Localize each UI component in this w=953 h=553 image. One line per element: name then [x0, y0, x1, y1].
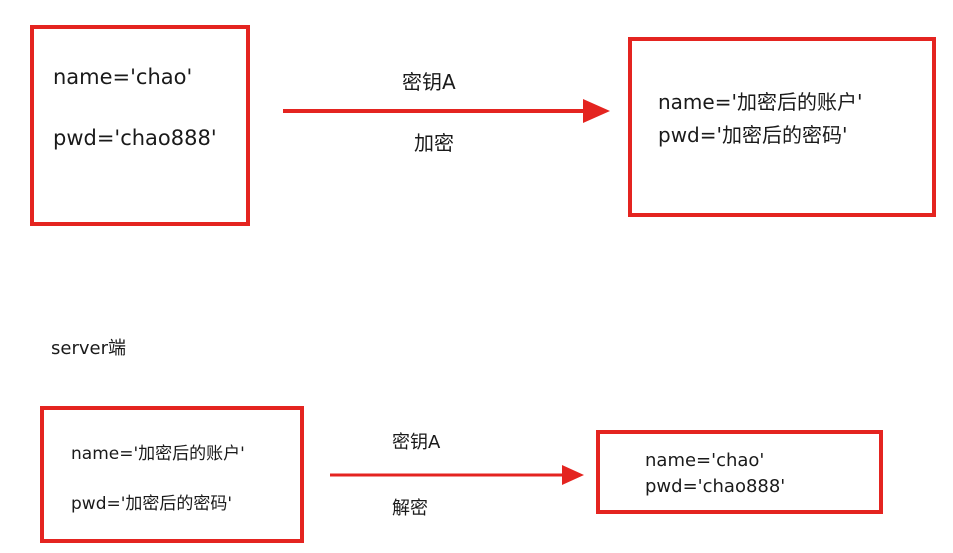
decrypt-arrow-head: [562, 465, 584, 485]
decrypt-key-label: 密钥A: [392, 432, 441, 453]
top-plaintext-pwd: pwd='chao888': [53, 126, 217, 150]
encrypt-arrow: [283, 99, 610, 123]
top-ciphertext-name: name='加密后的账户': [658, 90, 863, 114]
bottom-ciphertext-box: [40, 406, 304, 543]
bottom-ciphertext-name: name='加密后的账户': [71, 444, 245, 464]
server-side-label: server端: [51, 338, 126, 359]
decrypt-action-label: 解密: [392, 498, 428, 519]
bottom-plaintext-box: [596, 430, 883, 514]
top-ciphertext-box: [628, 37, 936, 217]
top-plaintext-box: [30, 25, 250, 226]
encrypt-key-label: 密钥A: [402, 70, 456, 94]
top-plaintext-name: name='chao': [53, 65, 193, 89]
bottom-plaintext-name: name='chao': [645, 450, 765, 471]
encrypt-arrow-head: [583, 99, 610, 123]
bottom-ciphertext-pwd: pwd='加密后的密码': [71, 494, 233, 514]
bottom-plaintext-pwd: pwd='chao888': [645, 476, 786, 497]
decrypt-arrow: [330, 465, 584, 485]
top-ciphertext-pwd: pwd='加密后的密码': [658, 123, 848, 147]
encrypt-action-label: 加密: [414, 131, 454, 155]
